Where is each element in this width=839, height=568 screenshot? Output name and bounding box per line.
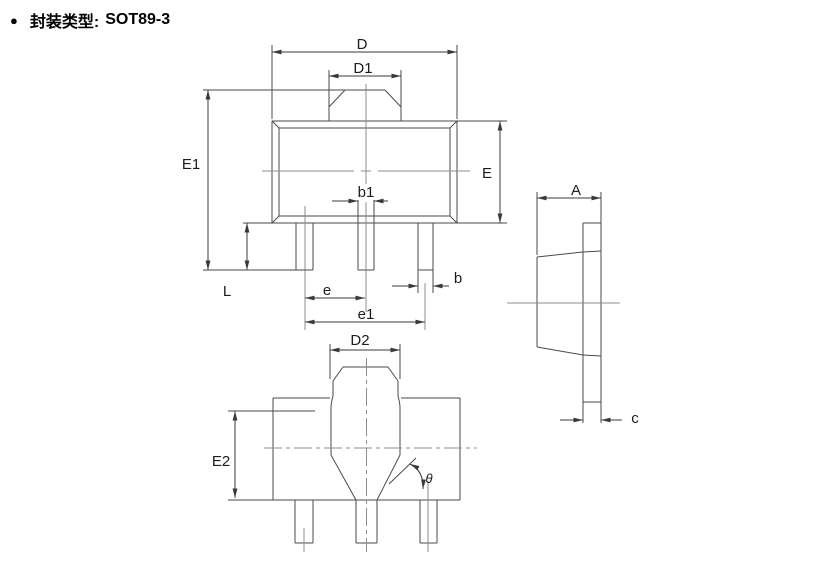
dim-label-A: A [571, 182, 581, 199]
side-view-lead-plane [582, 222, 602, 403]
section-header: ● 封装类型: SOT89-3 [10, 8, 170, 32]
dim-D2: D2 [329, 332, 401, 379]
dim-A: A [536, 182, 602, 255]
dim-label-E: E [482, 165, 492, 182]
front-view-body [243, 120, 507, 224]
bullet-icon: ● [10, 12, 18, 28]
dim-b: b [392, 270, 462, 289]
bottom-view-tab [330, 366, 401, 501]
dim-label-D2: D2 [350, 332, 369, 349]
package-type-value: SOT89-3 [105, 11, 171, 28]
dim-D1: D1 [329, 60, 401, 79]
dim-label-b: b [454, 270, 462, 287]
dim-e1: e1 [305, 306, 425, 325]
dim-E: E [482, 121, 503, 223]
side-view: A c [507, 182, 639, 427]
front-view-tab [203, 70, 402, 121]
package-type-label: 封装类型: [29, 14, 100, 31]
dim-label-e: e [323, 282, 331, 299]
dim-label-E1: E1 [182, 156, 200, 173]
dim-E1: E1 [182, 90, 313, 271]
dim-L: L [223, 223, 250, 300]
dim-label-theta: θ [425, 471, 432, 486]
dim-label-E2: E2 [212, 453, 230, 470]
dim-b1: b1 [332, 184, 388, 204]
dim-c: c [560, 402, 639, 427]
dim-e: e [305, 282, 365, 301]
front-view-leads [295, 200, 434, 293]
front-view: D D1 E1 E L b1 [182, 36, 507, 330]
dim-D: D [271, 36, 458, 119]
side-view-body [536, 250, 602, 357]
dim-label-b1: b1 [358, 184, 375, 201]
dim-label-e1: e1 [358, 306, 375, 323]
bottom-view-centerlines [264, 358, 477, 552]
dim-label-c: c [631, 410, 639, 427]
bottom-view-body [228, 397, 461, 501]
dim-theta: θ [388, 457, 433, 490]
front-view-centerlines [262, 84, 470, 330]
dim-label-L: L [223, 283, 231, 300]
dim-label-D1: D1 [353, 60, 372, 77]
bottom-view: D2 E2 θ [212, 332, 477, 552]
dim-label-D: D [357, 36, 368, 53]
dim-E2: E2 [212, 410, 315, 498]
